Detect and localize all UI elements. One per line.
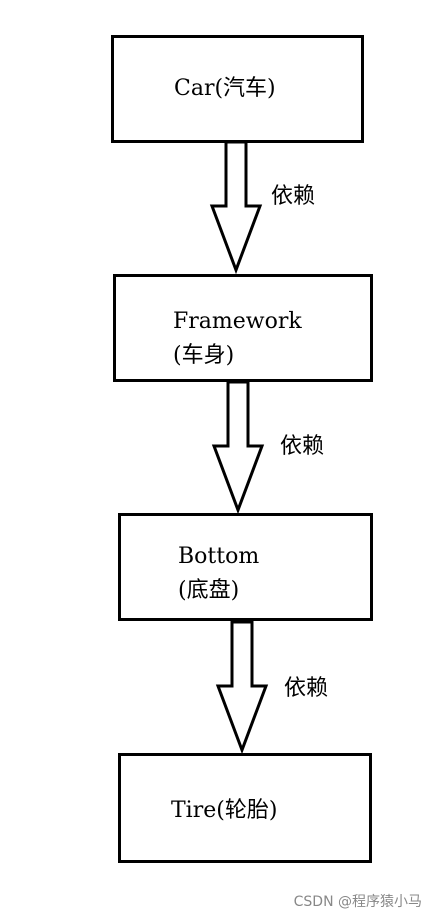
edge-label-3: 依赖: [284, 676, 329, 701]
node-tire-label: Tire(轮胎): [171, 798, 278, 823]
node-car: Car(汽车): [111, 35, 364, 143]
edge-label-1: 依赖: [271, 184, 316, 209]
arrow-1: [209, 140, 263, 275]
node-framework: Framework (车身): [113, 274, 373, 382]
node-bottom-label: Bottom: [178, 544, 260, 569]
arrow-2: [211, 380, 265, 515]
node-framework-sublabel: (车身): [173, 343, 235, 368]
arrow-3: [215, 620, 269, 755]
node-tire: Tire(轮胎): [118, 753, 372, 863]
node-car-label: Car(汽车): [174, 76, 276, 101]
node-bottom-sublabel: (底盘): [178, 578, 240, 603]
edge-label-2: 依赖: [280, 434, 325, 459]
watermark: CSDN @程序猿小马: [293, 894, 422, 910]
node-framework-label: Framework: [173, 309, 302, 334]
node-bottom: Bottom (底盘): [118, 513, 373, 621]
